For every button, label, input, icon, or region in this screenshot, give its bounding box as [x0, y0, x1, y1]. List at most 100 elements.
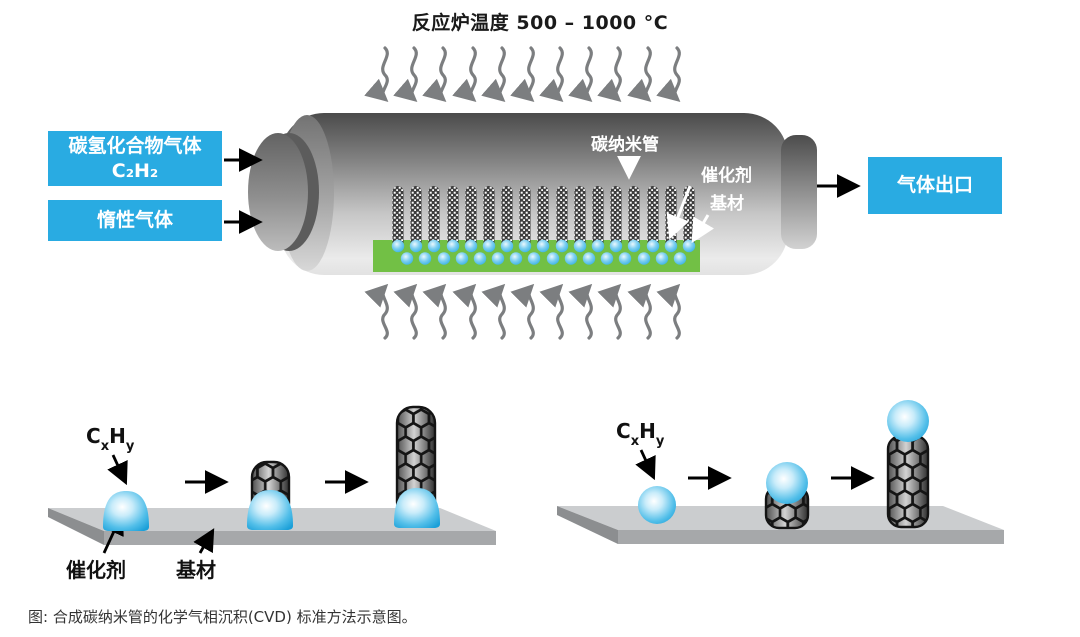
heat-wave-icon — [587, 287, 592, 338]
gas-pointer-arrow — [107, 454, 128, 486]
heat-wave-icon — [529, 287, 534, 338]
substrate-label-furnace: 基材 — [710, 194, 744, 214]
catalyst-pointer-arrow — [666, 185, 692, 240]
hydrocarbon-gas-formula: C₂H₂ — [111, 159, 159, 182]
heat-wave-icon — [471, 287, 476, 338]
carbon-nanotube — [556, 186, 568, 248]
hydrocarbon-gas-label: 碳氢化合物气体 — [68, 134, 202, 157]
catalyst-dot — [573, 239, 587, 253]
catalyst-dot — [646, 239, 660, 253]
heat-wave-icon — [500, 287, 505, 338]
catalyst-dot — [509, 252, 523, 265]
carbon-nanotube — [465, 186, 477, 248]
catalyst-dot — [655, 252, 669, 265]
hydrocarbon-gas-box: 碳氢化合物气体 C₂H₂ — [48, 131, 222, 186]
gas-flow-arrows — [224, 148, 861, 234]
substrate-pointer-arrow — [691, 214, 715, 244]
furnace-label-arrows — [617, 155, 715, 244]
heat-wave-icon — [558, 287, 563, 338]
heat-wave-icon — [587, 48, 592, 99]
inert-gas-box: 惰性气体 — [48, 200, 222, 241]
catalyst-dot — [400, 252, 414, 265]
catalyst-droplet — [394, 488, 440, 528]
catalyst-dot — [591, 239, 605, 253]
heat-wave-icon — [412, 287, 417, 338]
heat-arrows-bottom — [383, 287, 680, 338]
heat-wave-icon — [646, 48, 651, 99]
inert-gas-label: 惰性气体 — [96, 209, 173, 232]
catalyst-dot — [427, 239, 441, 253]
carbon-nanotube — [665, 186, 677, 248]
carbon-nanotube — [647, 186, 659, 248]
catalyst-dot — [491, 252, 505, 265]
nanotube-forest — [392, 186, 695, 248]
catalyst-dot — [546, 252, 560, 265]
tall-nanotube — [886, 434, 930, 529]
gas-formula-left: CxHy — [86, 424, 135, 454]
furnace-body — [280, 113, 788, 275]
substrate-pointer-arrow — [193, 528, 215, 554]
catalyst-dots-row2 — [400, 252, 687, 265]
catalyst-dot — [682, 239, 696, 253]
catalyst-dot — [673, 252, 687, 265]
growth-diagram-tip — [557, 400, 1004, 544]
carbon-nanotube — [592, 186, 604, 248]
catalyst-dot — [391, 239, 405, 253]
gas-inlet-cap-face — [248, 133, 308, 251]
heat-wave-icon — [558, 48, 563, 99]
catalyst-dot — [418, 252, 432, 265]
figure-caption: 图: 合成碳纳米管的化学气相沉积(CVD) 标准方法示意图。 — [28, 608, 417, 626]
carbon-nanotube — [537, 186, 549, 248]
heat-wave-icon — [471, 48, 476, 99]
gas-outlet-box: 气体出口 — [868, 157, 1002, 214]
catalyst-dots-row1 — [391, 239, 696, 253]
catalyst-dot — [500, 239, 514, 253]
heat-wave-icon — [675, 48, 680, 99]
heat-wave-icon — [383, 287, 388, 338]
catalyst-dot — [600, 252, 614, 265]
heat-arrows-top — [383, 48, 680, 99]
heat-wave-icon — [616, 48, 621, 99]
carbon-nanotube — [428, 186, 440, 248]
catalyst-dot — [582, 252, 596, 265]
heat-wave-icon — [529, 48, 534, 99]
catalyst-dot — [473, 252, 487, 265]
heat-wave-icon — [412, 48, 417, 99]
furnace-temperature-title: 反应炉温度 500 – 1000 °C — [411, 12, 669, 34]
catalyst-dot — [437, 252, 451, 265]
catalyst-label-bottom: 催化剂 — [66, 558, 126, 582]
catalyst-dot — [446, 239, 460, 253]
catalyst-sphere — [887, 400, 929, 442]
carbon-nanotube — [483, 186, 495, 248]
carbon-nanotube — [447, 186, 459, 248]
catalyst-droplet — [247, 490, 293, 530]
catalyst-sphere — [638, 486, 676, 524]
catalyst-dot — [564, 252, 578, 265]
catalyst-droplet — [103, 491, 149, 531]
heat-wave-icon — [675, 287, 680, 338]
catalyst-dot — [409, 239, 423, 253]
furnace-tube — [248, 113, 817, 275]
carbon-nanotube — [610, 186, 622, 248]
carbon-nanotube — [410, 186, 422, 248]
catalyst-dot — [464, 239, 478, 253]
heat-wave-icon — [646, 287, 651, 338]
gas-outlet-cap — [781, 135, 817, 249]
catalyst-dot — [609, 239, 623, 253]
heat-wave-icon — [441, 48, 446, 99]
heat-wave-icon — [441, 287, 446, 338]
substrate-label-bottom: 基材 — [176, 558, 216, 582]
catalyst-dot — [555, 239, 569, 253]
gas-outlet-label: 气体出口 — [896, 174, 973, 197]
carbon-nanotube — [628, 186, 640, 248]
heat-wave-icon — [500, 48, 505, 99]
catalyst-dot — [637, 252, 651, 265]
catalyst-label-furnace: 催化剂 — [701, 166, 752, 186]
carbon-nanotube — [501, 186, 513, 248]
catalyst-dot — [527, 252, 541, 265]
catalyst-dot — [482, 239, 496, 253]
carbon-nanotube — [392, 186, 404, 248]
heat-wave-icon — [616, 287, 621, 338]
